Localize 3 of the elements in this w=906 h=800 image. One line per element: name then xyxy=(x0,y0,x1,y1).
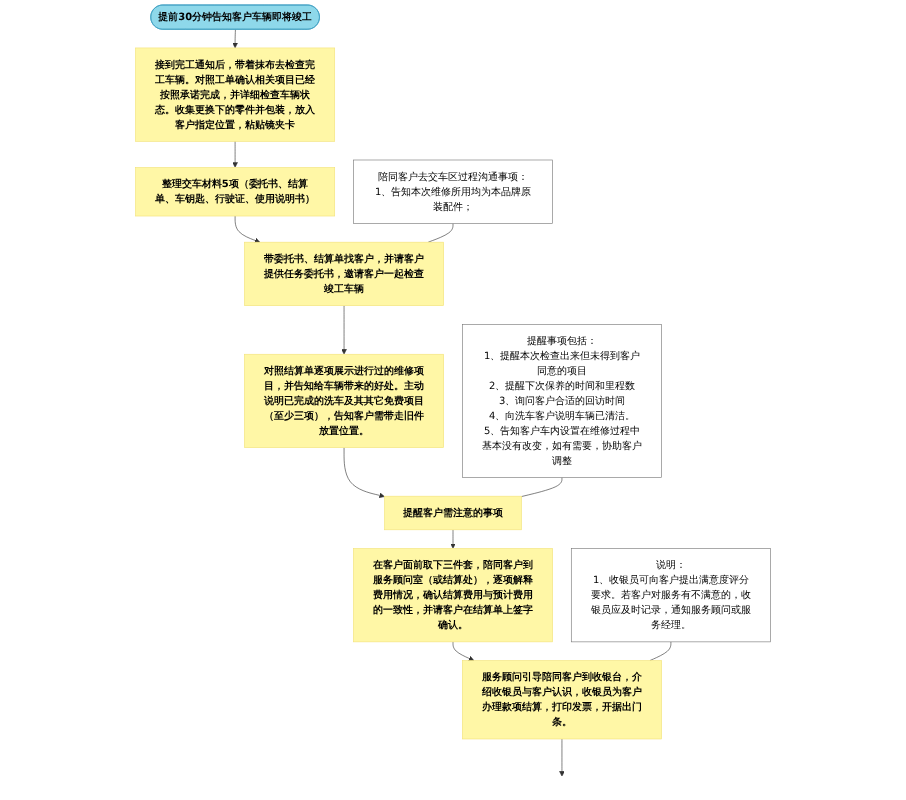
connector xyxy=(427,223,454,243)
connector xyxy=(649,641,672,661)
connector xyxy=(521,477,563,497)
